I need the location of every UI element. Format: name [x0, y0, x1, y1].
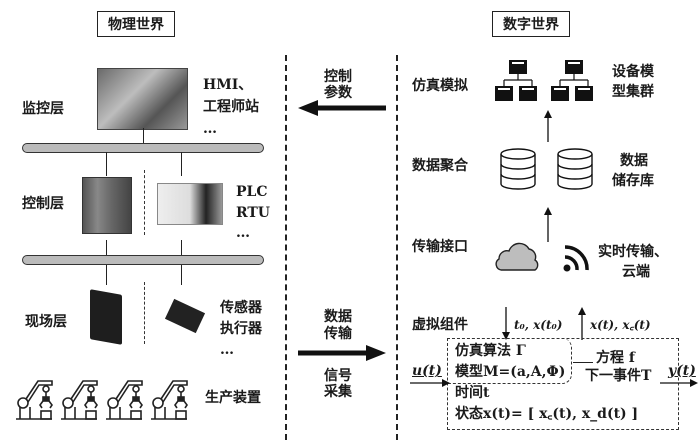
- input-arrow: [410, 379, 450, 387]
- arrow-right-icon: [366, 345, 386, 361]
- interface-label: 传输接口: [412, 239, 468, 255]
- sensor-image: [90, 289, 122, 345]
- robot-arm-icon: [16, 380, 188, 420]
- divider-dashed: [144, 282, 145, 344]
- control-param-label-2: 参数: [324, 85, 352, 101]
- network-bus-upper: [22, 143, 264, 153]
- arrow-up-icon: [578, 307, 586, 315]
- database-icon: [500, 148, 593, 190]
- up-arrow-2: [544, 207, 552, 242]
- arrow-right-icon: [442, 379, 450, 387]
- physical-world-title: 物理世界: [97, 11, 175, 37]
- connector-line: [143, 128, 144, 144]
- arrow-down-icon: [502, 332, 510, 340]
- model-cluster-label-1: 设备模: [612, 64, 654, 80]
- realtime-label-2: 云端: [622, 264, 650, 280]
- actuator-label: 执行器: [220, 321, 262, 337]
- connector-line: [106, 240, 107, 256]
- wireless-signal-icon: [563, 245, 589, 272]
- divider-dashed: [144, 170, 145, 235]
- sim-algorithm-line: 仿真算法 Γ: [455, 343, 526, 359]
- hmi-photo: [97, 68, 188, 130]
- data-transfer-label-2: 传输: [324, 326, 352, 342]
- equation-label: 方程 f: [596, 350, 635, 366]
- model-cluster-label-2: 型集群: [612, 84, 654, 100]
- connector-line: [106, 265, 107, 285]
- output-arrow: [660, 379, 698, 387]
- down-arrow-input: [502, 307, 510, 340]
- virtual-component-label: 虚拟组件: [412, 317, 468, 333]
- field-ellipsis: …: [220, 342, 234, 358]
- next-event-label: 下一事件T: [585, 368, 652, 384]
- boundary-dashed-left: [285, 55, 287, 440]
- connector-line: [181, 265, 182, 285]
- signal-collect-label-1: 信号: [324, 368, 352, 384]
- boundary-dashed-right: [396, 55, 398, 440]
- production-device-label: 生产装置: [205, 390, 261, 406]
- equation-connector: [573, 362, 593, 363]
- up-arrow-1: [544, 110, 552, 142]
- network-bus-lower: [22, 255, 264, 265]
- database-icons: [500, 148, 593, 190]
- field-layer-label: 现场层: [25, 314, 67, 330]
- storage-label-2: 储存库: [612, 173, 654, 189]
- arrow-up-icon: [544, 110, 552, 118]
- actuator-module-image: [164, 298, 206, 334]
- algorithm-subbox: [447, 338, 572, 384]
- plc-label: PLC: [236, 184, 268, 200]
- rtu-device-image: [157, 183, 223, 225]
- signal-collect-label-2: 采集: [324, 384, 352, 400]
- control-ellipsis: …: [236, 225, 250, 241]
- hmi-label: HMI、: [203, 77, 253, 93]
- time-line: 时间t: [455, 385, 490, 401]
- arrow-up-icon: [544, 207, 552, 215]
- control-param-label-1: 控制: [324, 69, 352, 85]
- control-layer-label: 控制层: [22, 196, 64, 212]
- rtu-label: RTU: [236, 205, 271, 221]
- model-line: 模型M=(a,A,Φ): [455, 364, 566, 380]
- arrow-left-icon: [298, 100, 318, 116]
- storage-label-1: 数据: [620, 153, 648, 169]
- realtime-label-1: 实时传输、: [598, 244, 668, 260]
- monitor-ellipsis: …: [203, 121, 217, 137]
- control-arrow-left: [298, 100, 386, 116]
- connector-line: [106, 152, 107, 176]
- connector-line: [181, 240, 182, 256]
- robot-arms: [16, 380, 188, 420]
- cloud-icon: [495, 242, 539, 271]
- simulation-label: 仿真模拟: [412, 78, 468, 94]
- output-y-label: y(t): [668, 363, 696, 379]
- connector-line: [181, 152, 182, 176]
- state-line: 状态x(t)= [ x꜀(t), x_d(t) ]: [455, 406, 639, 422]
- engineer-station-label: 工程师站: [203, 99, 259, 115]
- up-arrow-output: [578, 307, 586, 340]
- aggregation-label: 数据聚合: [412, 158, 468, 174]
- model-cluster-icons: [495, 59, 594, 102]
- monitor-layer-label: 监控层: [22, 101, 64, 117]
- input-u-label: u(t): [412, 363, 442, 379]
- data-arrow-right: [298, 345, 386, 361]
- sensor-label: 传感器: [220, 300, 262, 316]
- data-transfer-label-1: 数据: [324, 309, 352, 325]
- initial-state-label: t₀, x(t₀): [514, 318, 563, 332]
- plc-device-image: [82, 177, 132, 234]
- hierarchy-icon: [495, 59, 594, 102]
- digital-world-title: 数字世界: [492, 11, 570, 37]
- state-output-label: x(t), x꜀(t): [590, 318, 651, 332]
- arrow-right-icon: [690, 379, 698, 387]
